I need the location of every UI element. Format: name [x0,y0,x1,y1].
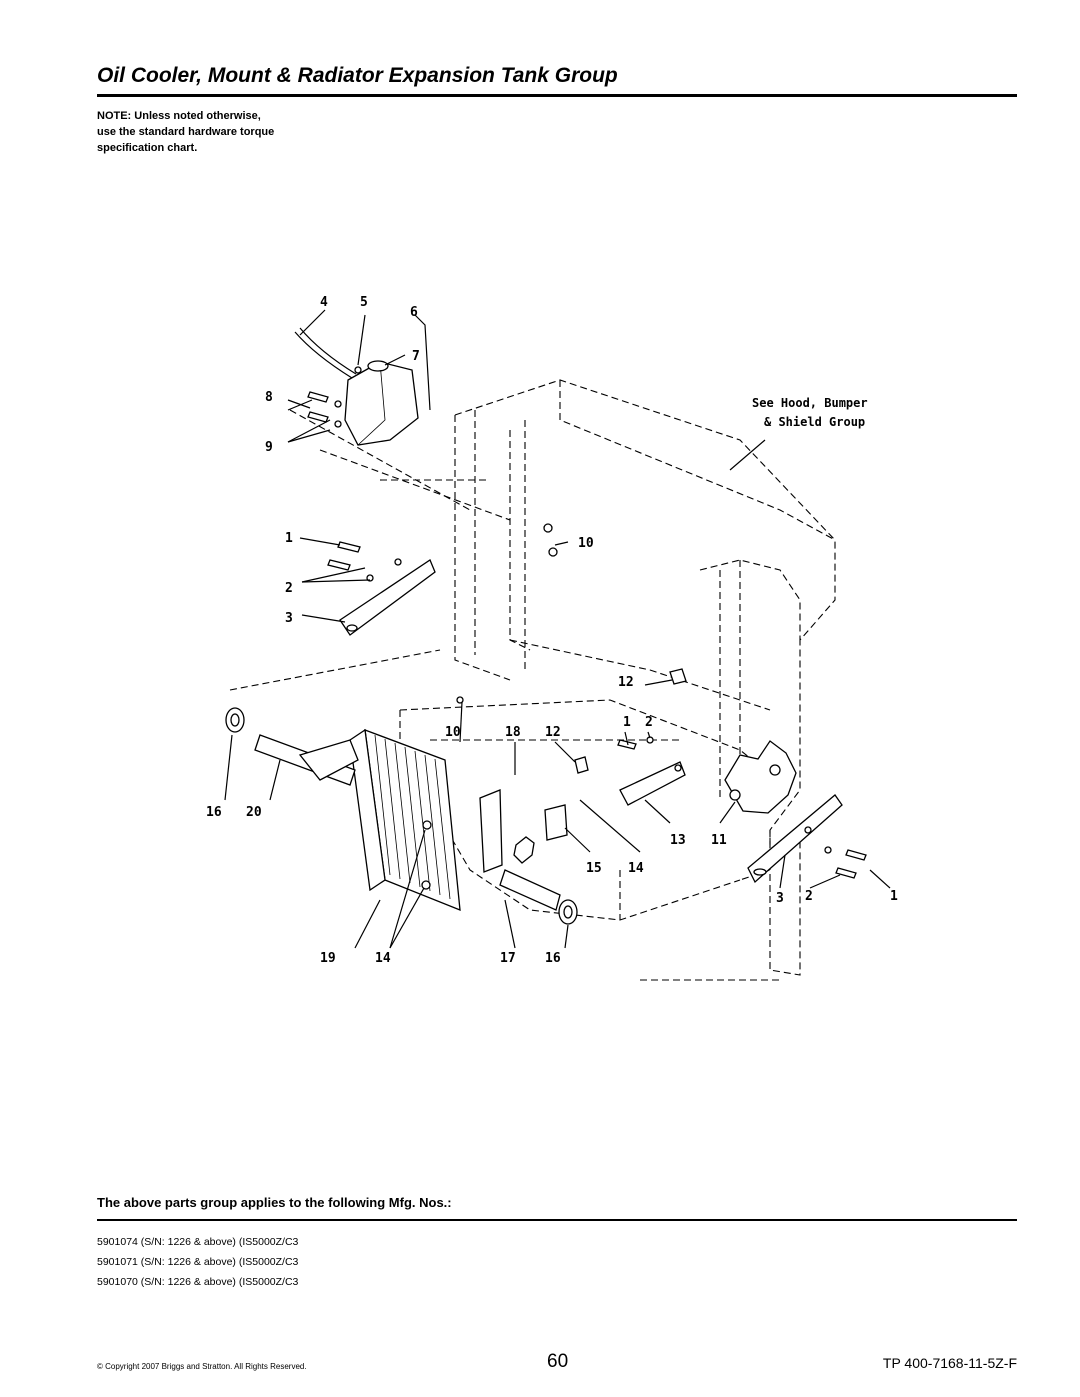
center-bracket [479,668,687,873]
mfg-number-item: 5901074 (S/N: 1226 & above) (IS5000Z/C3 [97,1236,299,1248]
callout-17: 17 [500,951,516,966]
tank-bolts [307,391,342,428]
exploded-parts-diagram: 4 5 6 7 8 9 1 10 2 3 12 10 18 12 1 2 16 … [206,295,898,981]
callout-10: 10 [445,725,461,740]
callout-2: 2 [805,889,813,904]
applicability-heading: The above parts group applies to the fol… [97,1195,452,1210]
note-line: specification chart. [97,142,198,154]
upper-mount-bracket [327,541,436,636]
callout-10: 10 [578,536,594,551]
torque-note: NOTE: Unless noted otherwise, use the st… [97,108,274,156]
grommets [225,707,578,925]
document-id: TP 400-7168-11-5Z-F [882,1355,1017,1371]
callout-14: 14 [375,951,391,966]
callout-3: 3 [285,611,293,626]
callout-16: 16 [545,951,561,966]
leader-lines [224,309,891,949]
callout-12: 12 [545,725,561,740]
frame-nuts [456,523,558,704]
callout-7: 7 [412,349,420,364]
callout-18: 18 [505,725,521,740]
callout-8: 8 [265,390,273,405]
mfg-number-item: 5901070 (S/N: 1226 & above) (IS5000Z/C3 [97,1276,299,1288]
callout-9: 9 [265,440,273,455]
callout-14: 14 [628,861,644,876]
copyright-notice: © Copyright 2007 Briggs and Stratton. Al… [97,1362,307,1371]
note-line: NOTE: Unless noted otherwise, [97,110,261,122]
reference-label-line: & Shield Group [764,415,865,429]
callout-5: 5 [360,295,368,310]
callout-1: 1 [890,889,898,904]
callout-19: 19 [320,951,336,966]
mfg-number-item: 5901071 (S/N: 1226 & above) (IS5000Z/C3 [97,1256,299,1268]
callout-13: 13 [670,833,686,848]
page-title: Oil Cooler, Mount & Radiator Expansion T… [97,64,618,87]
applicability-rule [97,1219,1017,1221]
callout-11: 11 [711,833,727,848]
callout-4: 4 [320,295,328,310]
callout-2: 2 [285,581,293,596]
mfg-number-list: 5901074 (S/N: 1226 & above) (IS5000Z/C3 … [97,1232,298,1292]
page-number: 60 [547,1351,569,1372]
callout-6: 6 [410,305,418,320]
callout-1: 1 [285,531,293,546]
callout-20: 20 [246,805,262,820]
right-bracket [617,736,797,814]
callout-3: 3 [776,891,784,906]
callout-12: 12 [618,675,634,690]
expansion-tank [294,327,419,446]
callout-1: 1 [623,715,631,730]
callout-15: 15 [586,861,602,876]
reference-label: See Hood, Bumper & Shield Group [752,396,868,429]
oil-cooler [349,728,461,912]
lower-right-bracket [747,794,867,884]
callout-16: 16 [206,805,222,820]
note-line: use the standard hardware torque [97,126,275,138]
cooler-hoses [254,734,561,911]
callout-2: 2 [645,715,653,730]
reference-label-line: See Hood, Bumper [752,396,868,410]
title-rule [97,94,1017,97]
callouts: 4 5 6 7 8 9 1 10 2 3 12 10 18 12 1 2 16 … [206,295,898,966]
